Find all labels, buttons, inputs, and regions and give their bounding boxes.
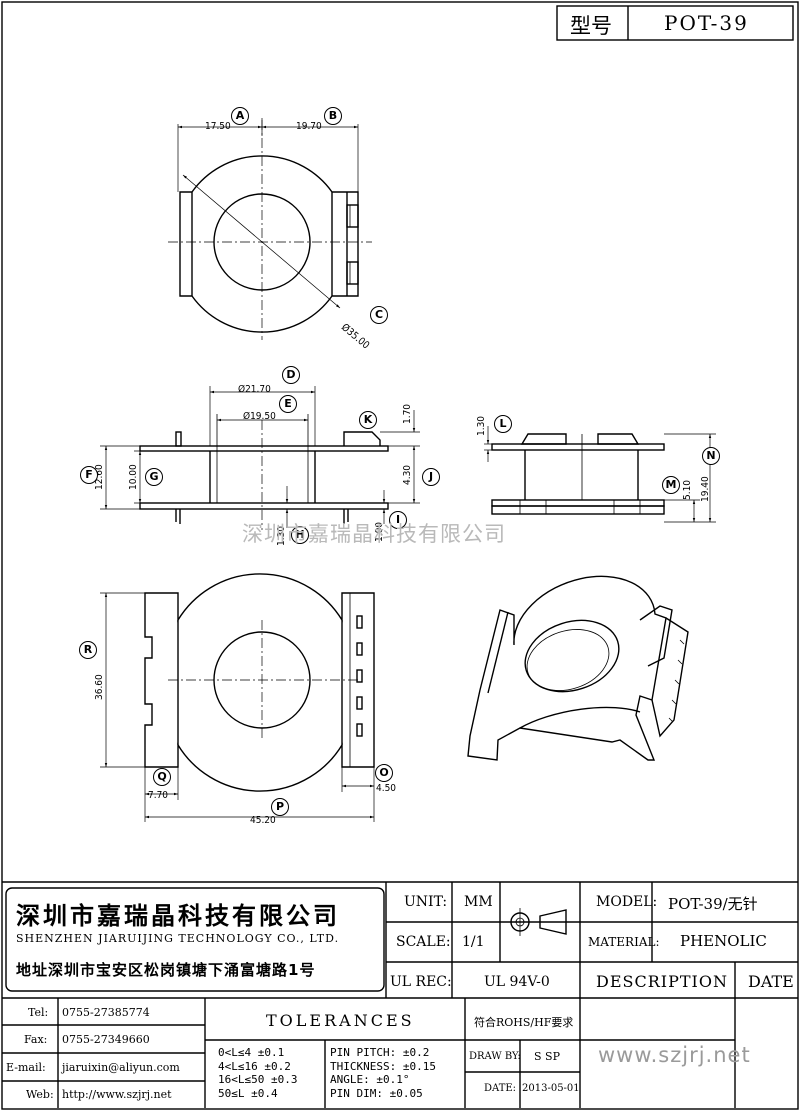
unit-label: UNIT:	[404, 894, 448, 910]
tolerance-list-length: 0<L≤4 ±0.1 4<L≤16 ±0.2 16<L≤50 ±0.3 50≤L…	[218, 1046, 297, 1100]
title-block-grid	[2, 881, 798, 1108]
isometric-view	[467, 575, 689, 761]
callout-k: K	[359, 411, 377, 429]
draw-by-label: DRAW BY:	[469, 1051, 521, 1062]
dim-j-value: 4.30	[402, 464, 413, 485]
dim-l-value: 1.30	[476, 415, 487, 436]
callout-m: M	[662, 476, 680, 494]
callout-n: N	[702, 447, 720, 465]
tolerance-row: 50≤L ±0.4	[218, 1086, 278, 1100]
model-value: POT-39/无针	[668, 895, 758, 913]
email-value[interactable]: jiaruixin@aliyun.com	[62, 1061, 180, 1074]
tel-value: 0755-27385774	[62, 1006, 150, 1019]
fax-label: Fax:	[24, 1033, 48, 1046]
side-view	[484, 426, 716, 523]
rohs-note: 符合ROHS/HF要求	[474, 1016, 574, 1029]
company-name-en: SHENZHEN JIARUIJING TECHNOLOGY CO., LTD.	[16, 932, 340, 945]
watermark-text: 深圳市嘉瑞晶科技有限公司	[242, 522, 506, 546]
date-label: DATE	[748, 972, 794, 991]
website-watermark: www.szjrj.net	[598, 1043, 751, 1067]
dim-a-value: 17.50	[205, 121, 231, 132]
dim-r-value: 36.60	[94, 674, 105, 700]
callout-q: Q	[153, 768, 171, 786]
unit-value: MM	[464, 894, 493, 910]
description-label: DESCRIPTION	[596, 972, 728, 991]
dim-q-value: 7.70	[148, 790, 169, 801]
scale-label: SCALE:	[396, 934, 451, 950]
date-value: 2013-05-01	[522, 1083, 580, 1094]
callout-j: J	[422, 468, 440, 486]
callout-b: B	[324, 107, 342, 125]
tolerances-title: TOLERANCES	[266, 1011, 415, 1030]
web-label: Web:	[26, 1088, 54, 1101]
callout-a: A	[231, 107, 249, 125]
tel-label: Tel:	[28, 1006, 49, 1019]
company-address: 地址深圳市宝安区松岗镇塘下涌富塘路1号	[16, 961, 316, 979]
fax-value: 0755-27349660	[62, 1033, 150, 1046]
tolerance-row: PIN PITCH: ±0.2	[330, 1046, 430, 1059]
callout-c: C	[370, 306, 388, 324]
dim-e-value: Ø19.50	[243, 411, 276, 422]
top-view	[168, 118, 372, 340]
dim-m-value: 5.10	[682, 479, 693, 500]
callout-g: G	[145, 468, 163, 486]
model-value-header: POT-39	[664, 11, 749, 35]
ulrec-label: UL REC:	[390, 974, 452, 990]
callout-h: H	[291, 526, 309, 544]
tolerance-row: 4<L≤16 ±0.2	[218, 1059, 291, 1073]
bottom-view	[100, 573, 375, 822]
scale-value: 1/1	[462, 934, 485, 950]
callout-l: L	[494, 415, 512, 433]
model-label-header: 型号	[570, 14, 612, 38]
web-value[interactable]: http://www.szjrj.net	[62, 1088, 172, 1101]
callout-r: R	[79, 641, 97, 659]
tolerance-row: THICKNESS: ±0.15	[330, 1059, 436, 1073]
projection-symbol	[506, 908, 567, 936]
callout-i: I	[389, 511, 407, 529]
dim-p-value: 45.20	[250, 815, 276, 826]
callout-p: P	[271, 798, 289, 816]
header-model-box	[556, 5, 794, 41]
date-field-label: DATE:	[484, 1083, 517, 1094]
dim-d-value: Ø21.70	[238, 384, 271, 395]
dim-n-value: 19.40	[700, 476, 711, 502]
dim-b-value: 19.70	[296, 121, 322, 132]
tolerance-row: 0<L≤4 ±0.1	[218, 1046, 285, 1059]
material-value: PHENOLIC	[680, 932, 767, 950]
front-view	[100, 386, 420, 530]
dim-k-value: 1.70	[402, 403, 413, 424]
tolerance-row: ANGLE: ±0.1°	[330, 1073, 410, 1086]
tolerance-row: 16<L≤50 ±0.3	[218, 1073, 298, 1086]
tolerance-list-other: PIN PITCH: ±0.2 THICKNESS: ±0.15 ANGLE: …	[330, 1046, 436, 1100]
callout-o: O	[375, 764, 393, 782]
ulrec-value: UL 94V-0	[484, 974, 550, 990]
company-name-cn: 深圳市嘉瑞晶科技有限公司	[16, 902, 340, 930]
email-label: E-mail:	[6, 1061, 46, 1074]
dim-o-value: 4.50	[376, 783, 397, 794]
material-label: MATERIAL:	[588, 935, 660, 949]
callout-d: D	[282, 366, 300, 384]
callout-f: F	[80, 466, 98, 484]
callout-e: E	[279, 395, 297, 413]
draw-by-value: S SP	[534, 1050, 560, 1063]
tolerance-row: PIN DIM: ±0.05	[330, 1086, 423, 1100]
dim-g-value: 10.00	[128, 464, 139, 490]
model-label: MODEL:	[596, 894, 658, 910]
